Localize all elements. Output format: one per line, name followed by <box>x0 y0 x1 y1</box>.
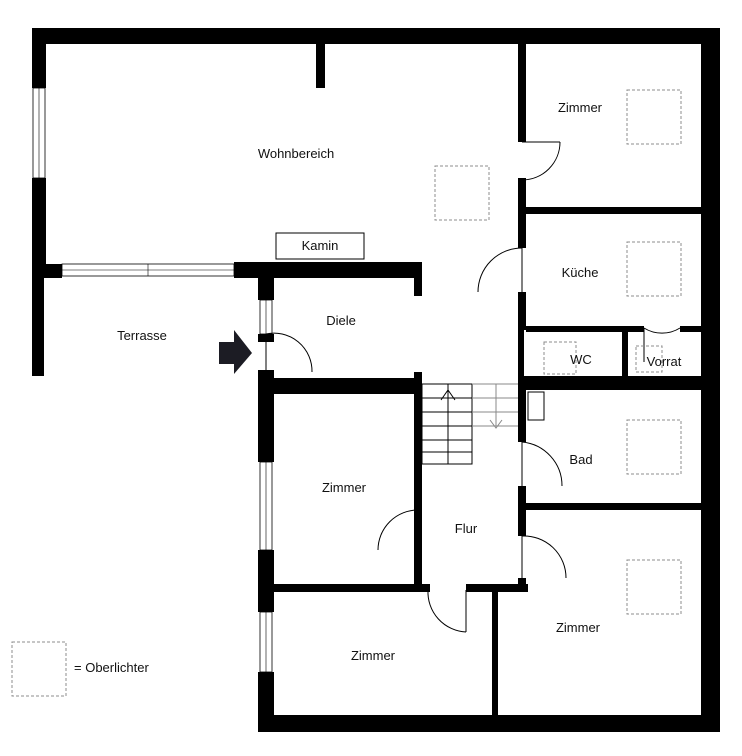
room-labels: Wohnbereich Zimmer Küche Kamin Terrasse … <box>117 100 682 663</box>
wall-left-upper-b <box>32 178 46 268</box>
legend-skylight-swatch <box>11 641 67 697</box>
wall-wc-left <box>518 326 524 382</box>
stair-arrow-down-icon <box>489 419 503 429</box>
label-wc: WC <box>570 352 592 367</box>
wall-wc-bottom <box>518 376 702 384</box>
label-bad: Bad <box>569 452 592 467</box>
door-zimmer-ne <box>521 141 561 181</box>
stair-arrow-up-icon <box>440 389 456 401</box>
door-zimmer-w <box>377 509 419 551</box>
wall-east-c <box>518 292 526 330</box>
label-zimmer-s: Zimmer <box>351 648 396 663</box>
wall-west-c <box>258 672 274 732</box>
windows <box>32 87 273 673</box>
window-zimmer-w <box>259 461 273 551</box>
door-zimmer-se <box>521 535 567 579</box>
wall-terrace-left <box>32 264 44 376</box>
wall-diele-top-b <box>234 262 422 278</box>
wall-zimmer-w-top <box>274 378 420 394</box>
door-kueche <box>477 247 523 293</box>
wall-wc-vorrat <box>622 326 628 382</box>
label-kueche: Küche <box>562 265 599 280</box>
interior-walls <box>44 44 702 716</box>
wall-east-b <box>518 178 526 248</box>
wall-left-upper-a <box>32 28 46 88</box>
legend-label: = Oberlichter <box>74 660 149 675</box>
wall-east-a <box>518 44 526 142</box>
wall-west-a <box>258 378 274 462</box>
skylight-wc <box>543 341 577 375</box>
stairs-down <box>421 383 473 465</box>
wall-bad-top <box>518 384 702 390</box>
wall-west-b <box>258 550 274 612</box>
wall-zimmer-se-left <box>518 510 526 536</box>
window-terrace-slider <box>61 263 235 277</box>
skylight-zimmer-se <box>626 559 682 615</box>
wall-top <box>32 28 720 44</box>
kamin-box <box>275 232 365 260</box>
door-entrance <box>265 332 313 373</box>
wall-living-stub <box>316 44 325 88</box>
wall-zimmer-se-left-b <box>518 578 526 592</box>
wall-zimmer-kueche <box>526 207 702 214</box>
label-zimmer-w: Zimmer <box>322 480 367 495</box>
doors <box>265 141 681 633</box>
door-bad <box>521 441 563 487</box>
outer-walls <box>32 28 720 732</box>
skylight-vorrat <box>635 345 663 373</box>
wall-bad-left-a <box>518 390 526 442</box>
label-flur: Flur <box>455 521 478 536</box>
legend: = Oberlichter <box>11 641 149 697</box>
wall-zimmer-w-bottom <box>274 584 430 592</box>
entrance-arrow-icon <box>219 330 252 374</box>
label-diele: Diele <box>326 313 356 328</box>
skylight-kueche <box>626 241 682 297</box>
wall-bottom <box>258 715 720 732</box>
staircase <box>421 383 518 465</box>
skylight-wohnbereich <box>434 165 490 221</box>
wall-bad-left-b <box>518 486 526 510</box>
door-zimmer-s <box>427 589 467 633</box>
skylight-zimmer-ne <box>626 89 682 145</box>
wall-right <box>701 28 720 732</box>
wall-entry-jamb <box>258 370 274 378</box>
wall-kueche-bottom-r <box>680 326 702 332</box>
label-zimmer-se: Zimmer <box>556 620 601 635</box>
window-diele <box>259 299 273 335</box>
wall-diele-right <box>414 262 422 296</box>
window-zimmer-s <box>259 611 273 673</box>
wall-stair-right-stub <box>414 372 422 394</box>
wall-diele-left-a <box>258 278 274 300</box>
skylights <box>434 89 682 615</box>
window-west-living <box>32 87 46 179</box>
label-wohnbereich: Wohnbereich <box>258 146 334 161</box>
wall-zimmer-s-right <box>492 592 498 716</box>
label-zimmer-ne: Zimmer <box>558 100 603 115</box>
wall-bad-bottom <box>518 503 702 510</box>
door-vorrat <box>643 327 681 362</box>
stairs-up <box>472 383 518 427</box>
wall-zimmer-w-right <box>414 394 422 586</box>
wall-kueche-bottom <box>526 326 644 332</box>
wall-flur-bottom <box>466 584 528 592</box>
label-vorrat: Vorrat <box>647 354 682 369</box>
label-terrasse: Terrasse <box>117 328 167 343</box>
shower-tray <box>527 391 545 421</box>
label-kamin: Kamin <box>302 238 339 253</box>
skylight-bad <box>626 419 682 475</box>
wall-diele-top-a <box>44 264 62 278</box>
